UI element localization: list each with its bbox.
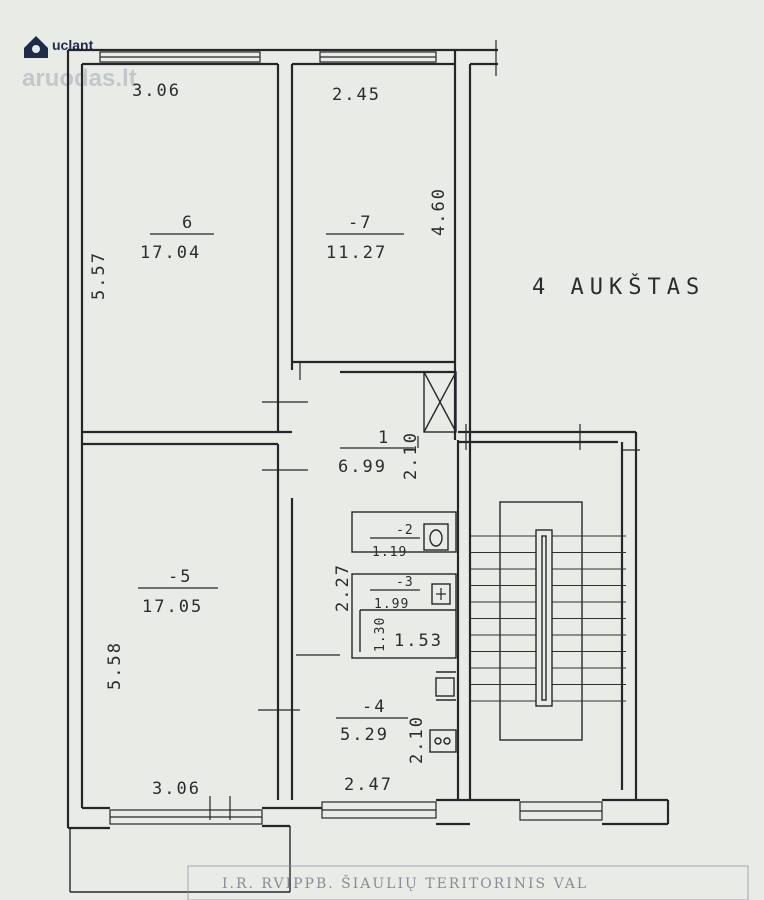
dim-room4-height: 2.10: [407, 715, 427, 764]
dim-top-right-width: 2.45: [332, 85, 381, 105]
room-4-number: -4: [362, 697, 386, 717]
dim-bath-height: 2.27: [333, 563, 353, 612]
stove-icon: [429, 729, 457, 753]
stamp-text: I.R. RVIPPB. ŠIAULIŲ TERITORINIS VAL: [222, 874, 588, 892]
dim-room6-height: 5.57: [89, 251, 109, 300]
room-2-area: 1.19: [372, 545, 407, 560]
sink-icon: [431, 583, 451, 605]
room-1-area: 6.99: [338, 457, 387, 477]
stairwell: [470, 501, 626, 741]
dim-room5-height: 5.58: [105, 641, 125, 690]
toilet-icon: [423, 523, 449, 551]
dim-room7-height: 4.60: [429, 187, 449, 236]
stair-steps: [470, 535, 626, 702]
room-6-area: 17.04: [140, 243, 201, 263]
floor-label: 4 AUKŠTAS: [532, 274, 705, 300]
room-5-area: 17.05: [142, 597, 203, 617]
stair-rail: [535, 529, 553, 707]
dim-small-height: 1.30: [373, 617, 388, 652]
stair-landing: [499, 501, 583, 741]
room-labels: 6 17.04 -7 11.27 1 6.99 -2 1.19 -3 1.99 …: [138, 213, 443, 745]
kitchen-sink-icon: [435, 677, 455, 697]
watermark-site: aruodas.lt: [22, 65, 137, 92]
room-7-area: 11.27: [326, 243, 387, 263]
room-3-area: 1.99: [374, 597, 409, 612]
walls: [66, 48, 670, 893]
dim-bottom-right-width: 2.47: [344, 775, 393, 795]
room-3-number: -3: [396, 575, 414, 590]
dimension-labels: 3.06 2.45 5.57 4.60 2.10 2.27 1.30 5.58 …: [89, 81, 449, 799]
stamp: I.R. RVIPPB. ŠIAULIŲ TERITORINIS VAL: [187, 865, 749, 900]
fixtures: [423, 523, 457, 753]
dim-top-left-width: 3.06: [132, 81, 181, 101]
windows: [99, 51, 603, 825]
door-marks: [209, 40, 640, 820]
dim-hall-height: 2.10: [401, 431, 421, 480]
room-5-number: -5: [168, 567, 192, 587]
room-7-number: -7: [348, 213, 372, 233]
room-4-area: 5.29: [340, 725, 389, 745]
room-3b-area: 1.53: [394, 631, 443, 651]
dim-bottom-left-width: 3.06: [152, 779, 201, 799]
room-2-number: -2: [396, 523, 414, 538]
room-6-number: 6: [182, 213, 194, 233]
room-1-number: 1: [378, 428, 390, 448]
house-logo-icon: [24, 36, 48, 58]
